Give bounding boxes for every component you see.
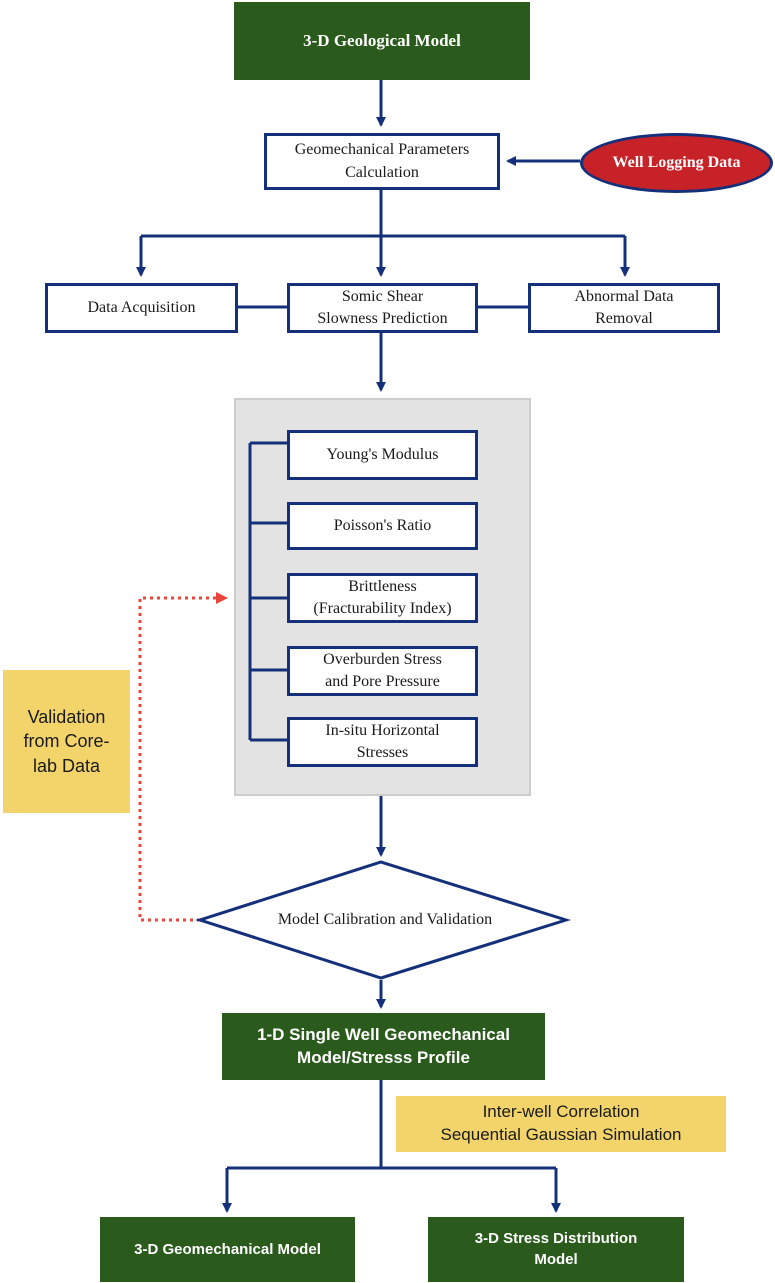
overburden-label: Overburden Stress and Pore Pressure bbox=[323, 650, 442, 690]
single-well-box: 1-D Single Well Geomechanical Model/Stre… bbox=[222, 1013, 545, 1080]
poissons-ratio-label: Poisson's Ratio bbox=[333, 516, 432, 534]
stress-3d-box: 3-D Stress Distribution Model bbox=[428, 1217, 684, 1282]
geomech-params-label: Geomechanical Parameters Calculation bbox=[294, 141, 470, 181]
somic-shear-box: Somic Shear Slowness Prediction bbox=[287, 283, 478, 333]
insitu-label: In-situ Horizontal Stresses bbox=[325, 721, 440, 761]
youngs-modulus-label: Young's Modulus bbox=[326, 445, 439, 463]
somic-shear-label: Somic Shear Slowness Prediction bbox=[317, 287, 448, 327]
stress-3d-label: 3-D Stress Distribution Model bbox=[474, 1230, 638, 1268]
data-acquisition-label: Data Acquisition bbox=[87, 298, 196, 316]
interwell-label: Inter-well Correlation Sequential Gaussi… bbox=[440, 1102, 682, 1144]
interwell-box: Inter-well Correlation Sequential Gaussi… bbox=[396, 1096, 726, 1152]
well-logging-label: Well Logging Data bbox=[612, 154, 741, 171]
abnormal-data-box: Abnormal Data Removal bbox=[528, 283, 720, 333]
geological-model-box: 3-D Geological Model bbox=[234, 2, 530, 80]
feedback-dotted-arrow bbox=[138, 592, 228, 922]
overburden-box: Overburden Stress and Pore Pressure bbox=[287, 646, 478, 696]
brittleness-box: Brittleness (Fracturability Index) bbox=[287, 573, 478, 623]
insitu-box: In-situ Horizontal Stresses bbox=[287, 717, 478, 767]
geological-model-label: 3-D Geological Model bbox=[303, 31, 461, 50]
abnormal-data-label: Abnormal Data Removal bbox=[574, 287, 674, 327]
youngs-modulus-box: Young's Modulus bbox=[287, 430, 478, 480]
geomech-3d-label: 3-D Geomechanical Model bbox=[134, 1241, 321, 1258]
geomech-3d-box: 3-D Geomechanical Model bbox=[100, 1217, 355, 1282]
single-well-label: 1-D Single Well Geomechanical Model/Stre… bbox=[257, 1024, 510, 1067]
geomech-params-box: Geomechanical Parameters Calculation bbox=[264, 133, 500, 190]
poissons-ratio-box: Poisson's Ratio bbox=[287, 502, 478, 550]
data-acquisition-box: Data Acquisition bbox=[45, 283, 238, 333]
well-logging-oval: Well Logging Data bbox=[580, 133, 773, 193]
validation-core-box: Validation from Core- lab Data bbox=[3, 670, 130, 813]
calibration-diamond: Model Calibration and Validation bbox=[220, 900, 550, 940]
calibration-label: Model Calibration and Validation bbox=[277, 911, 493, 928]
calibration-diamond-shape bbox=[195, 860, 572, 980]
brittleness-label: Brittleness (Fracturability Index) bbox=[313, 577, 452, 617]
validation-core-label: Validation from Core- lab Data bbox=[23, 707, 110, 776]
